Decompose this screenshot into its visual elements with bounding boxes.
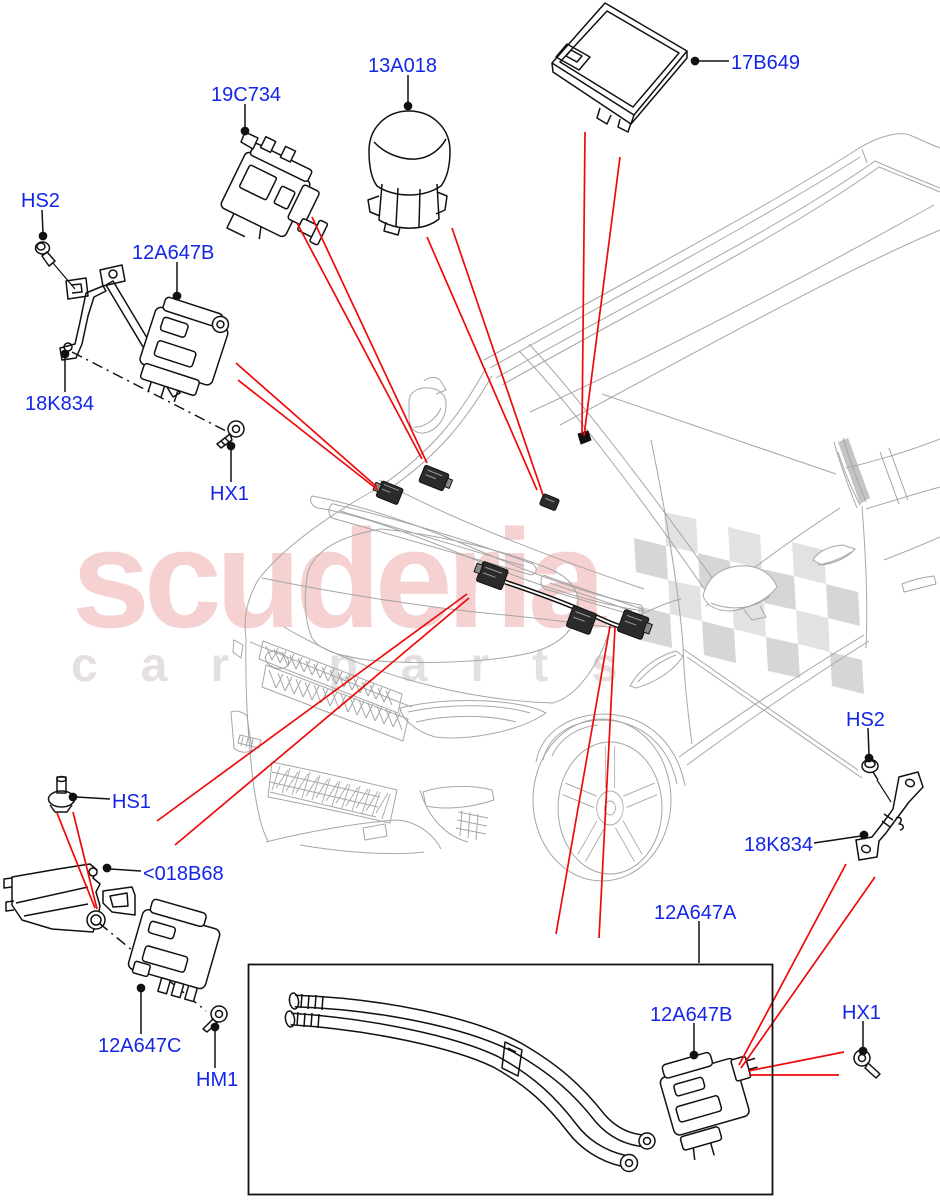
svg-text:13A018: 13A018 <box>368 55 437 77</box>
svg-text:12A647B: 12A647B <box>650 1004 732 1026</box>
svg-text:12A647C: 12A647C <box>98 1035 181 1057</box>
svg-text:17B649: 17B649 <box>731 52 800 74</box>
svg-text:12A647A: 12A647A <box>654 902 737 924</box>
svg-text:HS2: HS2 <box>21 190 60 212</box>
svg-text:18K834: 18K834 <box>744 834 813 856</box>
svg-text:HS1: HS1 <box>112 791 151 813</box>
svg-text:HX1: HX1 <box>210 483 249 505</box>
svg-text:12A647B: 12A647B <box>132 242 214 264</box>
svg-text:HX1: HX1 <box>842 1002 881 1024</box>
svg-text:19C734: 19C734 <box>211 84 281 106</box>
svg-text:<018B68: <018B68 <box>143 863 224 885</box>
svg-text:HM1: HM1 <box>196 1069 238 1091</box>
svg-text:scuderia: scuderia <box>72 500 607 657</box>
svg-text:HS2: HS2 <box>846 709 885 731</box>
svg-text:18K834: 18K834 <box>25 393 94 415</box>
